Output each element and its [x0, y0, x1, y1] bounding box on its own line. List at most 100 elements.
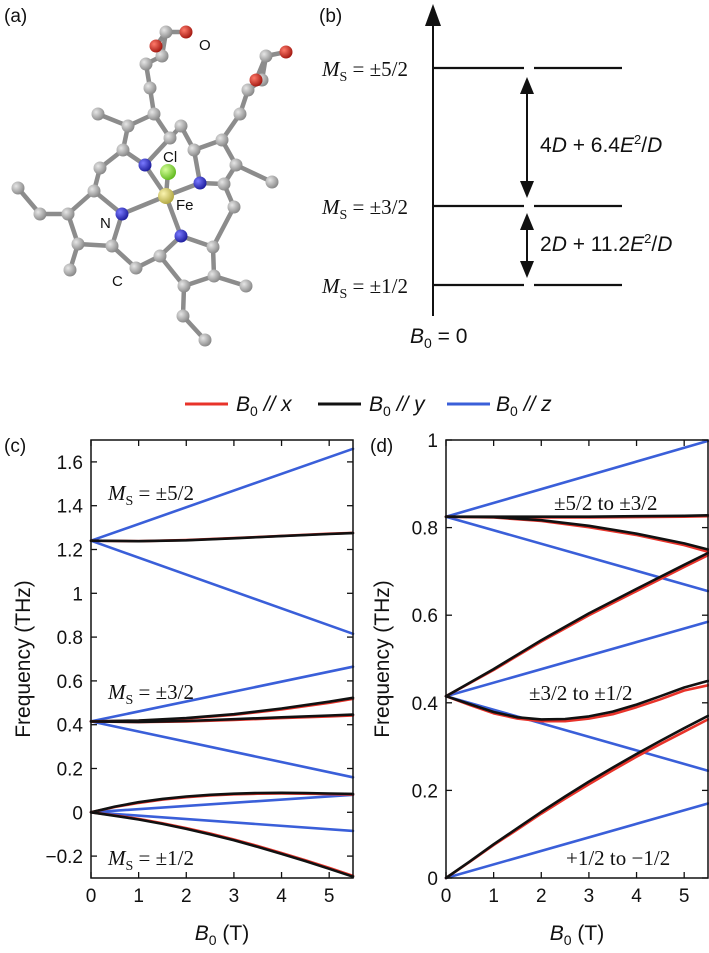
plot-d-series-5: [444, 515, 709, 551]
molecule-atom-e4: [198, 333, 212, 347]
plot-c-series-9: [89, 713, 355, 724]
plot-c-xlabel: B0 (T): [195, 922, 249, 948]
molecule-atom-a1: [116, 143, 130, 157]
plot-c-series-11: [89, 810, 355, 833]
plot-c-ytick-label-5: 0.8: [57, 628, 83, 649]
panel-label-d: (d): [370, 436, 393, 457]
molecule-atom-a4: [217, 177, 231, 191]
molecule-atom-n3: [115, 207, 129, 221]
molecule-atom-o2: [179, 25, 193, 39]
molecule-atom-o1: [149, 39, 163, 53]
plot-c-series-1: [89, 539, 355, 636]
plot-d-ytick-label-3: 0.6: [412, 606, 438, 627]
molecule-atom-s1: [143, 81, 157, 95]
plot-c-series-5: [89, 720, 355, 779]
plot-c-annotation-1-2: MS = ±1/2: [107, 846, 194, 874]
energy-axis-arrowhead: [425, 4, 441, 26]
molecule-atom-me4: [239, 279, 253, 293]
atom-label-cl: Cl: [163, 149, 177, 166]
molecule-atom-a5: [87, 184, 101, 198]
molecule-atom-m2: [174, 119, 188, 133]
plot-c-ytick-label-4: 0.6: [57, 672, 83, 693]
plot-c-xtick-label-4: 4: [276, 886, 287, 907]
legend-label-x: B0 // x: [236, 393, 293, 419]
plot-d-xtick-label-3: 3: [584, 886, 595, 907]
plot-c-series-3: [89, 531, 355, 543]
plot-c-series-13: [89, 791, 355, 814]
plot-d-series-7: [444, 694, 709, 773]
molecule-atom-b5: [61, 207, 75, 221]
level-label-5-2: MS = ±5/2: [321, 57, 408, 85]
plot-d-ytick-label-5: 1: [427, 431, 438, 452]
molecule-atom-s3: [155, 49, 169, 63]
molecule-atom-o4: [279, 45, 293, 59]
plot-d-series-4: [444, 515, 709, 554]
plot-d-xtick-label-4: 4: [631, 886, 642, 907]
plot-c-annotation-3-2: MS = ±3/2: [107, 680, 194, 708]
plot-d-series-6: [444, 620, 709, 698]
plot-c-series-15: [89, 810, 355, 879]
molecule-atom-b7: [177, 279, 191, 293]
molecule-atom-b8: [207, 269, 221, 283]
molecule-atom-a7: [153, 249, 167, 263]
molecule-atom-a6: [105, 239, 119, 253]
molecule-atom-n1: [138, 158, 152, 172]
panel-label-a: (a): [4, 6, 27, 27]
plot-d-frame: [445, 439, 709, 879]
gap-arrow-lower-head-bottom: [520, 261, 534, 278]
molecule-atom-o3: [249, 73, 263, 87]
molecule-atom-n4: [174, 229, 188, 243]
molecule-atom-s6: [241, 83, 255, 97]
plot-c-series-4: [89, 665, 355, 723]
plot-d-ytick-label-2: 0.4: [412, 694, 439, 715]
plot-d-series-12: [444, 802, 709, 880]
level-label-1-2: MS = ±1/2: [321, 274, 408, 302]
molecule-atom-s2: [139, 57, 153, 71]
molecule-bond-46: [233, 162, 275, 185]
molecule-atom-e2: [11, 181, 25, 195]
molecule-atom-m3: [227, 200, 241, 214]
molecule-atom-e3: [176, 309, 190, 323]
plot-d-ylabel: Frequency (THz): [371, 580, 394, 738]
molecule-atom-a2: [163, 131, 177, 145]
molecule-atom-b4: [229, 158, 243, 172]
plot-c-xtick-label-3: 3: [229, 886, 240, 907]
plot-c-xtick-label-5: 5: [324, 886, 335, 907]
plot-d-series-1: [444, 515, 709, 593]
plot-c-xtick-label-1: 1: [133, 886, 144, 907]
plot-c-ytick-label-6: 1: [72, 584, 83, 605]
plot-c-ytick-label-0: −0.2: [45, 847, 83, 868]
molecule-atom-b3: [215, 133, 229, 147]
molecule-bond-30: [210, 204, 237, 250]
molecule-atom-n2: [193, 176, 207, 190]
molecule-atom-m4: [129, 261, 143, 275]
molecule-atom-m1: [93, 161, 107, 175]
plot-c-ytick-label-8: 1.4: [57, 497, 84, 518]
plot-c-series-7: [89, 696, 355, 723]
plot-d-series-9: [444, 551, 709, 698]
molecule-atom-e1: [33, 207, 47, 221]
molecule-atom-a3: [187, 143, 201, 157]
plot-c-ylabel: Frequency (THz): [12, 580, 35, 738]
molecule-atom-s8: [259, 49, 273, 63]
plot-c-series-10: [89, 793, 355, 814]
plot-d-xtick-label-2: 2: [536, 886, 547, 907]
molecule-atom-a8: [206, 240, 220, 254]
plot-d-ytick-label-1: 0.2: [412, 781, 438, 802]
molecule-atom-b6: [71, 237, 85, 251]
plot-d-xtick-label-1: 1: [488, 886, 499, 907]
molecule-atom-me2: [265, 175, 279, 189]
plot-d-xtick-label-0: 0: [441, 886, 452, 907]
molecule-bonds: [15, 29, 289, 343]
plot-d-series-14: [444, 714, 709, 880]
molecule-atom-me1: [91, 107, 105, 121]
molecule-atom-fe: [158, 188, 174, 204]
molecule-atom-s5: [233, 107, 247, 121]
plot-c-series: [89, 447, 355, 879]
atom-label-c: C: [112, 273, 123, 290]
plot-d-ytick-label-4: 0.8: [412, 519, 438, 540]
molecule-atom-me3: [63, 263, 77, 277]
